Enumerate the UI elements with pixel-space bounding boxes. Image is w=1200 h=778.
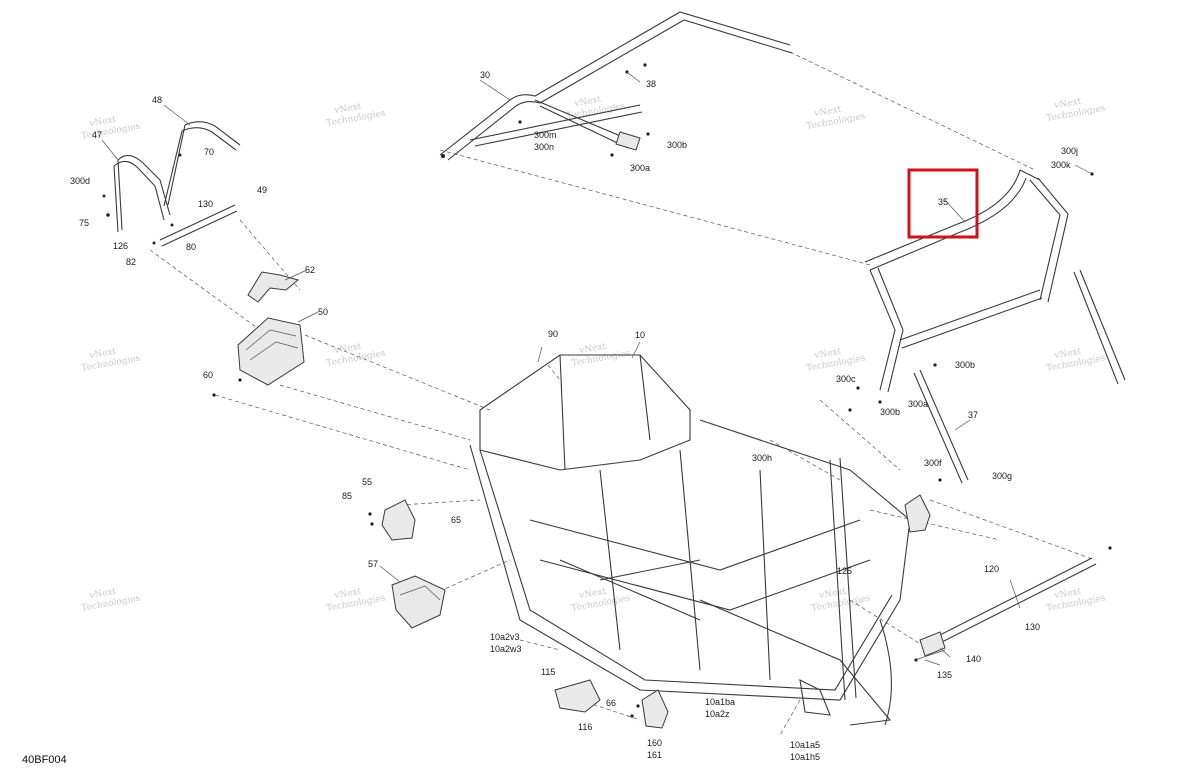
callout-label: 10a1ba xyxy=(705,697,735,707)
callout-label: 57 xyxy=(368,559,378,569)
callout-label: 300a xyxy=(908,399,928,409)
callout-label: 49 xyxy=(257,185,267,195)
callout-label: 90 xyxy=(548,329,558,339)
bracket-55 xyxy=(368,499,416,541)
callout-label: 10a1h5 xyxy=(790,752,820,762)
callout-label: 140 xyxy=(966,654,981,664)
watermark: vNext xyxy=(333,102,363,117)
callout-label: 135 xyxy=(937,670,952,680)
callout-label: 115 xyxy=(541,667,555,677)
callout-label: 55 xyxy=(362,477,372,487)
callout-leaders xyxy=(101,71,1093,666)
callout-label: 60 xyxy=(203,370,213,380)
watermark: vNext xyxy=(88,347,118,362)
callout-label: 35 xyxy=(938,197,948,207)
callout-label: 70 xyxy=(204,147,214,157)
callout-label: 50 xyxy=(318,307,328,317)
highlight-box xyxy=(907,168,979,239)
callout-label: 65 xyxy=(451,515,461,525)
bracket-57 xyxy=(391,575,446,629)
watermark: vNext xyxy=(813,347,843,362)
watermark: vNext xyxy=(88,115,118,130)
callout-label: 47 xyxy=(92,130,102,140)
callout-label: 10a2v3 xyxy=(490,632,520,642)
assembly-guide-lines xyxy=(149,51,1096,736)
bracket-52 xyxy=(247,271,300,303)
callout-label: 130 xyxy=(198,199,213,209)
watermark: vNext xyxy=(1053,587,1083,602)
callout-label: 300f xyxy=(924,458,942,468)
watermark: vNext xyxy=(1053,97,1083,112)
callout-labels: 48 47 70 300d 130 49 75 126 80 82 30 38 … xyxy=(70,70,1078,762)
callout-label: 300h xyxy=(752,453,772,463)
watermark: vNext xyxy=(88,587,118,602)
callout-label: 300d xyxy=(70,176,90,186)
side-rail-120 xyxy=(914,546,1112,662)
callout-label: 125 xyxy=(837,566,852,576)
callout-label: 10 xyxy=(635,330,645,340)
callout-label: 300a xyxy=(630,163,650,173)
callout-label: 30 xyxy=(480,70,490,80)
callout-label: 126 xyxy=(113,241,128,251)
callout-label: 300j xyxy=(1061,146,1078,156)
callout-label: 300k xyxy=(1051,160,1071,170)
bracket-160 xyxy=(630,689,669,729)
callout-label: 10a2w3 xyxy=(490,644,522,654)
callout-label: 85 xyxy=(342,491,352,501)
callout-label: 80 xyxy=(186,242,196,252)
callout-label: 300c xyxy=(836,374,856,384)
callout-label: 120 xyxy=(984,564,999,574)
callout-label: 160 xyxy=(647,738,662,748)
diagram-code: 40BF004 xyxy=(22,754,67,766)
watermark: vNext xyxy=(578,342,608,357)
callout-label: 10a1a5 xyxy=(790,740,820,750)
bracket-right-mount xyxy=(904,494,931,533)
bracket-50 xyxy=(212,317,305,397)
roof-front-bar xyxy=(439,11,793,161)
callout-label: 116 xyxy=(578,722,592,732)
callout-label: 38 xyxy=(646,79,656,89)
callout-label: 300b xyxy=(880,407,900,417)
callout-label: 300b xyxy=(955,360,975,370)
callout-label: 300m xyxy=(534,130,557,140)
watermark: vNext xyxy=(818,587,848,602)
callout-label: 37 xyxy=(968,410,978,420)
callout-label: 161 xyxy=(647,750,662,760)
rear-bar-assembly xyxy=(102,121,241,247)
callout-label: 66 xyxy=(606,698,616,708)
callout-label: 10a2z xyxy=(705,709,730,719)
callout-label: 300n xyxy=(534,142,554,152)
callout-label: 52 xyxy=(305,265,315,275)
watermark: vNext xyxy=(333,342,363,357)
watermark: vNext xyxy=(578,587,608,602)
bracket-115 xyxy=(554,679,601,713)
callout-label: 300b xyxy=(667,140,687,150)
rear-roll-cage xyxy=(848,169,1126,484)
callout-label: 82 xyxy=(126,257,136,267)
watermark: vNext xyxy=(333,587,363,602)
callout-label: 75 xyxy=(79,218,89,228)
watermark: vNext xyxy=(813,105,843,120)
watermark: vNext xyxy=(573,95,603,110)
main-chassis-frame xyxy=(469,354,911,726)
callout-label: 300g xyxy=(992,471,1012,481)
watermark: vNext xyxy=(1053,347,1083,362)
callout-label: 130 xyxy=(1025,622,1040,632)
callout-label: 48 xyxy=(152,95,162,105)
